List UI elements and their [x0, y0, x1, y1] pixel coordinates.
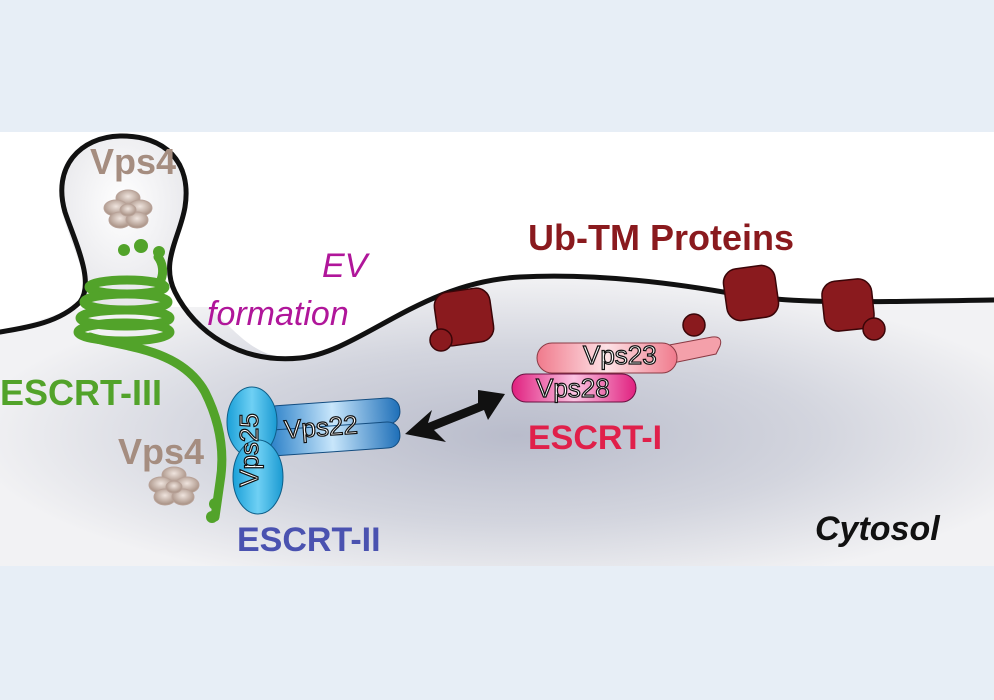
ev-formation-line2: formation — [207, 295, 349, 333]
vps4-top-label: Vps4 — [90, 141, 177, 182]
escrt3-spiral — [73, 252, 227, 522]
cytosol-label: Cytosol — [815, 510, 940, 548]
escrt3-label: ESCRT-III — [0, 372, 163, 413]
vps23-label: Vps23 — [582, 340, 657, 370]
vps22-protein — [264, 397, 401, 457]
ub-tm-protein-2 — [682, 264, 780, 337]
ub-tm-protein-3 — [821, 278, 886, 341]
vps28-label: Vps28 — [535, 373, 610, 403]
vps4-complex-top — [103, 189, 153, 229]
escrt3-dots — [118, 239, 221, 523]
escrt2-label: ESCRT-II — [237, 521, 381, 559]
ev-formation-line1: EV — [322, 247, 368, 285]
escrt1-label: ESCRT-I — [528, 419, 663, 457]
vps22-label: Vps22 — [282, 409, 359, 445]
vps25-protein — [226, 386, 284, 515]
vps4-complex-bottom — [148, 466, 200, 506]
vps28-protein — [511, 373, 637, 403]
ub-tm-protein-1 — [429, 287, 495, 352]
diagram-panel: Vps4 Vps4 ESCRT-III ESCRT-II ESCRT-I Ub-… — [0, 132, 994, 566]
interaction-arrow — [405, 390, 505, 442]
diagram-canvas — [0, 133, 994, 566]
vps23-protein — [536, 336, 722, 374]
vps4-bottom-label: Vps4 — [118, 431, 205, 472]
vps25-label: Vps25 — [233, 413, 264, 488]
membrane — [0, 133, 994, 362]
ub-tm-proteins-label: Ub-TM Proteins — [528, 217, 794, 258]
